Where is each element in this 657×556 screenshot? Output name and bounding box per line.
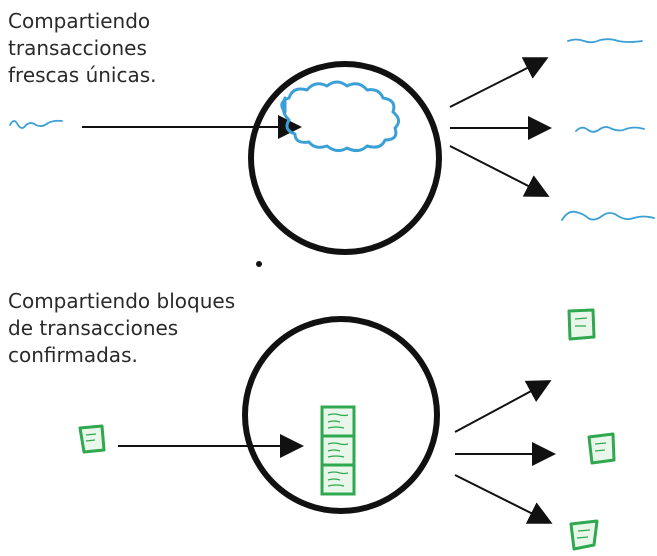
outgoing-transaction-squiggle-icon	[567, 38, 643, 44]
mempool-cloud-icon	[280, 80, 400, 153]
top-section	[9, 38, 655, 255]
node-circle	[242, 316, 440, 514]
outgoing-arrow-down	[454, 474, 553, 524]
outgoing-arrow-down	[449, 145, 550, 197]
confirmed-blocks-caption: Compartiendo bloques de transacciones co…	[8, 288, 288, 369]
outgoing-transaction-squiggle-icon	[561, 210, 655, 221]
caption-line: Compartiendo bloques	[8, 289, 236, 313]
outgoing-block-icon	[569, 519, 599, 551]
caption-line: Compartiendo	[8, 9, 151, 33]
blockchain-stack-icon	[320, 405, 356, 496]
outgoing-block-icon	[567, 308, 596, 341]
incoming-block-icon	[78, 424, 106, 454]
bottom-section	[78, 308, 616, 551]
caption-line: de transacciones	[8, 316, 179, 340]
section-separator-dot	[256, 261, 262, 267]
fresh-transactions-caption: Compartiendo transacciones frescas única…	[8, 8, 228, 89]
outgoing-arrow-up	[454, 380, 552, 433]
caption-line: frescas únicas.	[8, 63, 157, 87]
outgoing-transaction-squiggle-icon	[575, 126, 645, 133]
node-circle	[248, 61, 442, 255]
caption-line: transacciones	[8, 36, 147, 60]
caption-line: confirmadas.	[8, 343, 138, 367]
outgoing-arrow-up	[449, 57, 549, 108]
outgoing-block-icon	[587, 432, 616, 465]
incoming-transaction-squiggle-icon	[9, 119, 63, 129]
